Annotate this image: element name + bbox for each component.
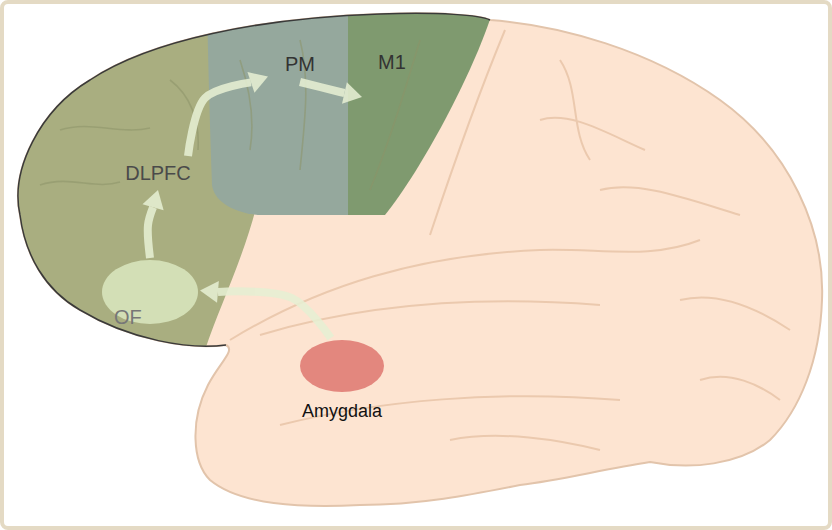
arrow-shaft [218, 291, 331, 338]
flow-arrow [188, 72, 268, 156]
region-name: DLPFC [125, 162, 191, 184]
frontal-outline [18, 13, 490, 346]
region-name: OF [114, 306, 142, 328]
frontal-sulci [40, 40, 420, 190]
brain-sulci [230, 30, 790, 450]
arrow-shaft [148, 207, 153, 258]
arrow-head [200, 281, 219, 303]
flow-arrow [200, 281, 331, 338]
region-label: DLPFC [108, 156, 208, 190]
region-name: Amygdala [302, 402, 382, 422]
region-ellipse: Amygdala [272, 338, 412, 424]
region-label: M1 [362, 46, 422, 106]
arrow-head [342, 82, 362, 103]
flow-arrow [142, 190, 163, 258]
ellipse-fill [300, 340, 384, 392]
flow-arrow [300, 82, 362, 104]
region-ellipse: OF [100, 258, 200, 330]
region-name: M1 [378, 51, 406, 73]
region-label: PM [268, 46, 332, 82]
arrow-shaft [300, 82, 344, 93]
arrow-head [247, 72, 268, 93]
region-name: PM [285, 53, 315, 75]
arrow-head [142, 190, 163, 210]
frontal-regions [0, 0, 496, 350]
premotor-region [207, 0, 350, 215]
arrow-shaft [188, 82, 251, 156]
